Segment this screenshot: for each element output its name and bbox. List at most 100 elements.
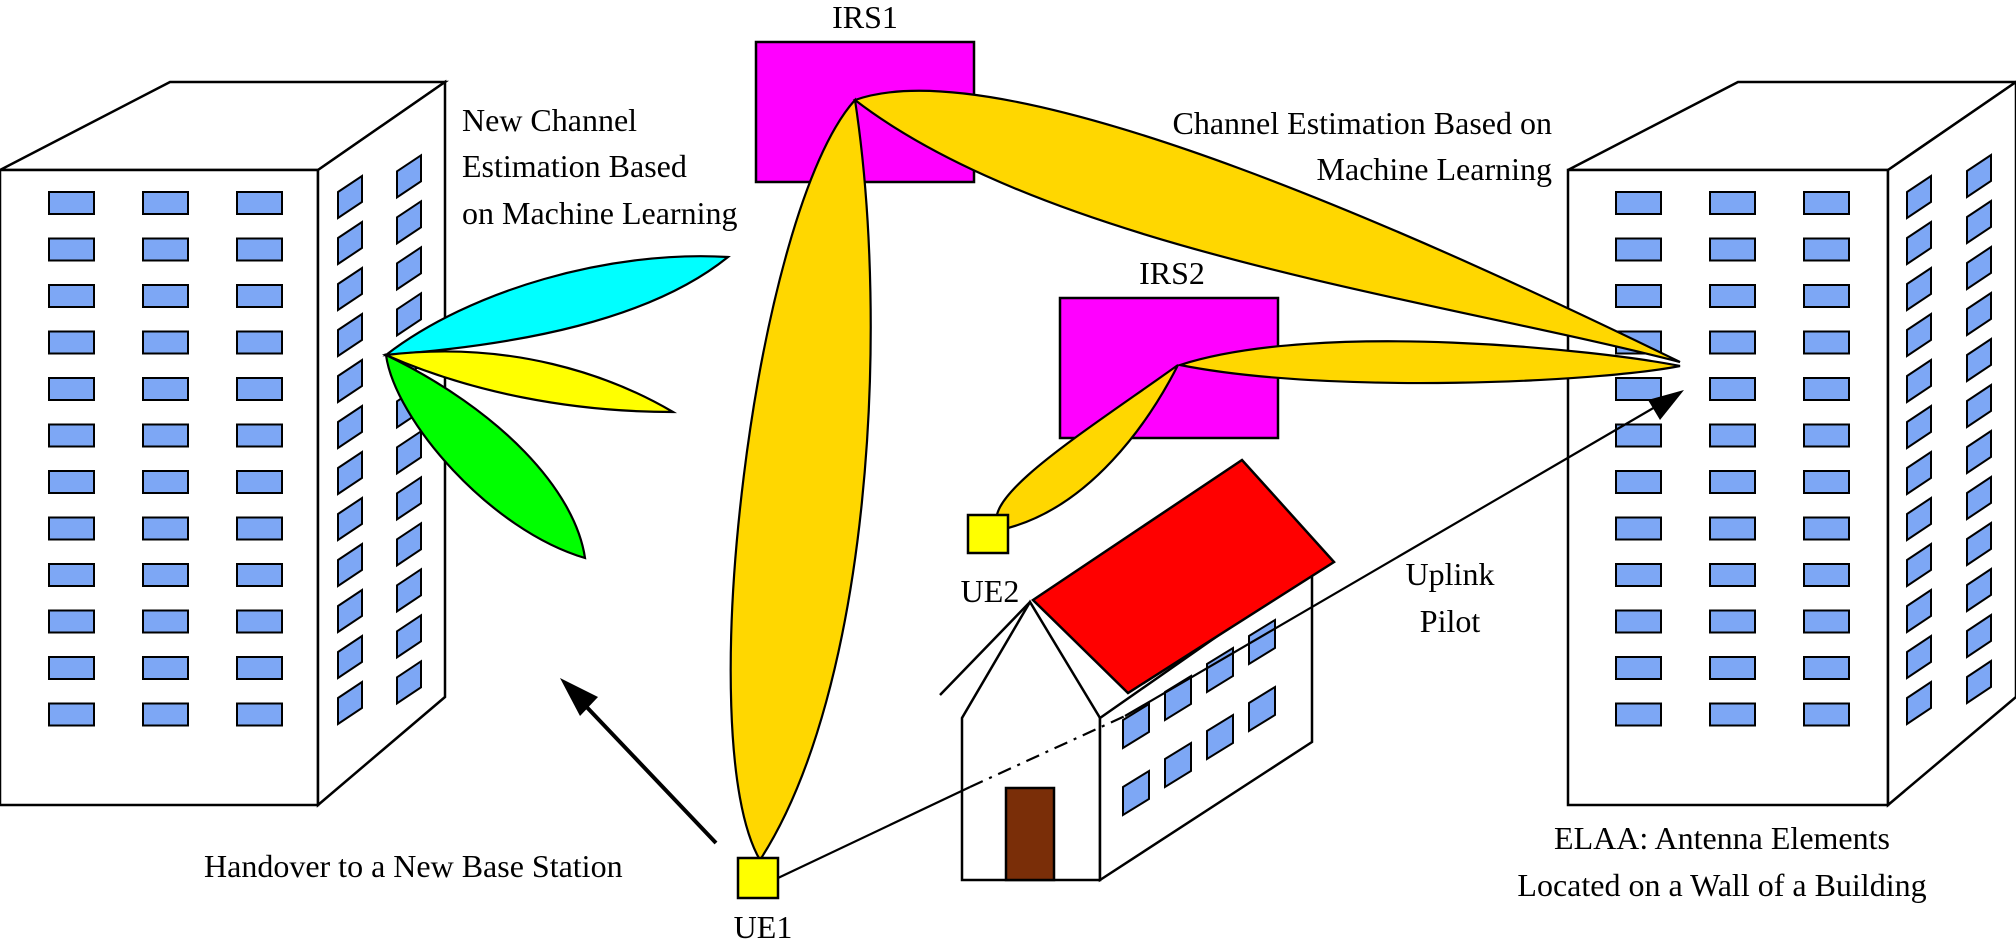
window [48, 516, 95, 541]
window [1615, 609, 1662, 634]
handover-label: Handover to a New Base Station [204, 848, 623, 884]
window [1803, 330, 1850, 355]
window [396, 245, 422, 292]
window [1615, 470, 1662, 494]
window [1615, 656, 1662, 680]
window [1966, 613, 1992, 659]
window [48, 237, 95, 262]
window [236, 237, 283, 262]
window [48, 284, 95, 308]
elaa-label-line1: ELAA: Antenna Elements [1554, 820, 1890, 856]
window [337, 174, 363, 220]
window [1966, 337, 1992, 383]
window [1122, 702, 1150, 750]
window [1906, 450, 1932, 496]
window [1709, 191, 1756, 215]
left-building-side-windows [337, 153, 422, 726]
uplink-label-line2: Pilot [1420, 603, 1481, 639]
window [1906, 588, 1932, 634]
window [1709, 563, 1756, 587]
right-building [1566, 80, 2016, 808]
window [1122, 769, 1150, 817]
window [1709, 470, 1756, 494]
window [48, 470, 95, 494]
window [236, 191, 283, 215]
window [142, 516, 189, 541]
beam-ue1-to-irs1 [729, 97, 872, 863]
left-building-front-windows [48, 191, 283, 727]
house-door [1004, 786, 1056, 882]
beam-cyan [382, 255, 731, 357]
uplink-arrowhead [1648, 390, 1684, 420]
window [1709, 330, 1756, 355]
window [142, 423, 189, 448]
window [396, 475, 422, 522]
window [337, 266, 363, 312]
window [1615, 563, 1662, 587]
window [337, 542, 363, 588]
right-building-front-windows [1615, 191, 1850, 727]
window [1803, 284, 1850, 308]
window [236, 330, 283, 355]
channel-est-label-line1: Channel Estimation Based on [1173, 105, 1553, 141]
uplink-line-segment-1 [777, 786, 971, 879]
window [1966, 153, 1992, 199]
window [1906, 220, 1932, 266]
window [1906, 496, 1932, 542]
window [1803, 609, 1850, 634]
window [1709, 702, 1756, 727]
window [48, 377, 95, 401]
window [1709, 377, 1756, 401]
window [1709, 656, 1756, 680]
irs2-label: IRS2 [1139, 255, 1205, 291]
window [48, 330, 95, 355]
window [396, 153, 422, 200]
window [1615, 423, 1662, 448]
ue1-device [736, 856, 780, 900]
uplink-label-line1: Uplink [1406, 556, 1495, 592]
window [337, 312, 363, 358]
uplink-line-hidden-segment [969, 714, 1126, 789]
irs1-label: IRS1 [832, 0, 898, 35]
left-building [0, 79, 449, 808]
window [1966, 659, 1992, 705]
window [48, 191, 95, 215]
window [1803, 656, 1850, 680]
window [337, 220, 363, 266]
new-channel-label-line1: New Channel [462, 102, 637, 138]
window [396, 199, 422, 246]
window [1206, 646, 1234, 694]
window [1803, 237, 1850, 262]
window [1966, 521, 1992, 567]
window [1709, 237, 1756, 262]
right-building-side-windows [1906, 153, 1992, 726]
window [142, 563, 189, 587]
handover-arrow [578, 698, 718, 845]
window [1906, 634, 1932, 680]
window [142, 609, 189, 634]
window [48, 423, 95, 448]
window [1803, 563, 1850, 587]
window [48, 609, 95, 634]
window [1966, 567, 1992, 613]
window [1709, 516, 1756, 541]
window [337, 358, 363, 404]
window [337, 404, 363, 450]
window [1906, 542, 1932, 588]
window [236, 377, 283, 401]
window [1709, 423, 1756, 448]
window [1803, 423, 1850, 448]
window [236, 702, 283, 727]
channel-est-label-line2: Machine Learning [1317, 151, 1552, 187]
window [337, 680, 363, 726]
window [1709, 284, 1756, 308]
house-roof-edge [939, 601, 1031, 696]
window [396, 429, 422, 476]
window [337, 634, 363, 680]
window [1966, 475, 1992, 521]
window [142, 191, 189, 215]
new-channel-label-line3: on Machine Learning [462, 195, 737, 231]
house [939, 458, 1336, 883]
window [1803, 516, 1850, 541]
